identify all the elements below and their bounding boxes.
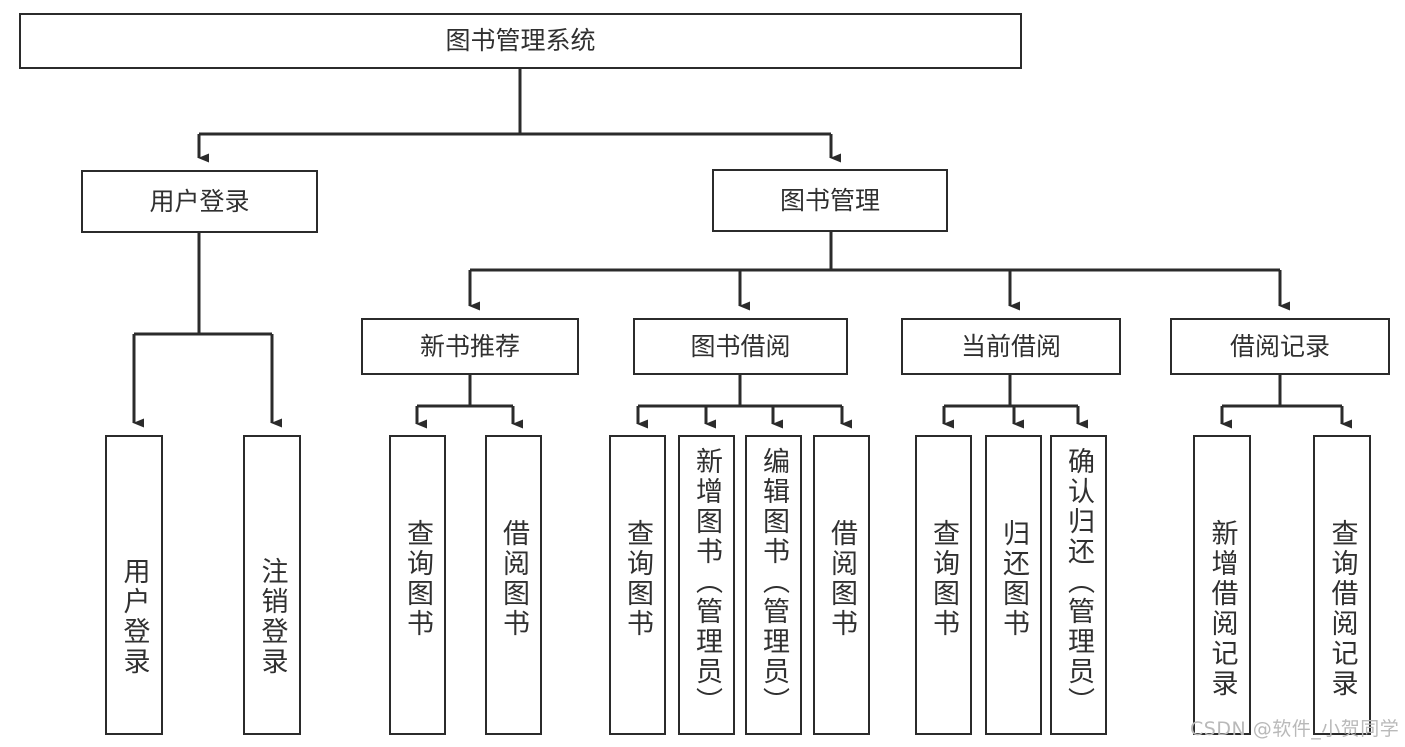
node-leaf-return-book[interactable]: 归还图书 <box>985 435 1042 735</box>
node-root-label: 图书管理系统 <box>445 26 596 55</box>
node-book-manage[interactable]: 图书管理 <box>712 169 948 232</box>
node-leaf-edit-book[interactable]: 编辑图书（管理员） <box>745 435 802 735</box>
node-book-manage-label: 图书管理 <box>779 185 880 215</box>
node-current-borrow-label: 当前借阅 <box>960 331 1061 361</box>
node-leaf-query-book-2-label: 查询图书 <box>622 519 653 639</box>
node-book-borrow-label: 图书借阅 <box>690 331 791 361</box>
node-leaf-add-book[interactable]: 新增图书（管理员） <box>678 435 735 735</box>
node-leaf-borrow-book-1-label: 借阅图书 <box>498 519 529 639</box>
node-user-login[interactable]: 用户登录 <box>81 170 318 233</box>
node-leaf-borrow-book-2[interactable]: 借阅图书 <box>813 435 870 735</box>
node-leaf-query-record-label: 查询借阅记录 <box>1326 519 1358 699</box>
node-leaf-confirm-return[interactable]: 确认归还（管理员） <box>1050 435 1107 735</box>
node-leaf-user-login-label: 用户登录 <box>118 557 150 677</box>
node-leaf-edit-book-label: 编辑图书（管理员） <box>758 447 789 717</box>
node-user-login-label: 用户登录 <box>149 186 250 216</box>
node-root[interactable]: 图书管理系统 <box>19 13 1022 69</box>
node-leaf-return-book-label: 归还图书 <box>998 519 1029 639</box>
node-new-book-rec[interactable]: 新书推荐 <box>361 318 579 375</box>
node-leaf-query-book-3[interactable]: 查询图书 <box>915 435 972 735</box>
node-leaf-query-record[interactable]: 查询借阅记录 <box>1313 435 1371 735</box>
watermark: CSDN @软件_小贺同学 <box>1190 718 1400 740</box>
node-leaf-confirm-return-label: 确认归还（管理员） <box>1063 447 1094 717</box>
node-new-book-rec-label: 新书推荐 <box>419 331 520 361</box>
node-borrow-record[interactable]: 借阅记录 <box>1170 318 1390 375</box>
node-leaf-query-book-2[interactable]: 查询图书 <box>609 435 666 735</box>
node-leaf-borrow-book-2-label: 借阅图书 <box>826 519 857 639</box>
node-borrow-record-label: 借阅记录 <box>1229 331 1330 361</box>
node-leaf-query-book-3-label: 查询图书 <box>928 519 959 639</box>
node-leaf-add-record[interactable]: 新增借阅记录 <box>1193 435 1251 735</box>
node-leaf-query-book-1-label: 查询图书 <box>402 519 433 639</box>
node-book-borrow[interactable]: 图书借阅 <box>633 318 848 375</box>
node-leaf-query-book-1[interactable]: 查询图书 <box>389 435 446 735</box>
node-leaf-add-record-label: 新增借阅记录 <box>1206 519 1238 699</box>
node-leaf-add-book-label: 新增图书（管理员） <box>691 447 722 717</box>
node-leaf-borrow-book-1[interactable]: 借阅图书 <box>485 435 542 735</box>
node-leaf-user-login[interactable]: 用户登录 <box>105 435 163 735</box>
node-current-borrow[interactable]: 当前借阅 <box>901 318 1121 375</box>
node-leaf-logout-label: 注销登录 <box>256 557 288 677</box>
node-leaf-logout[interactable]: 注销登录 <box>243 435 301 735</box>
